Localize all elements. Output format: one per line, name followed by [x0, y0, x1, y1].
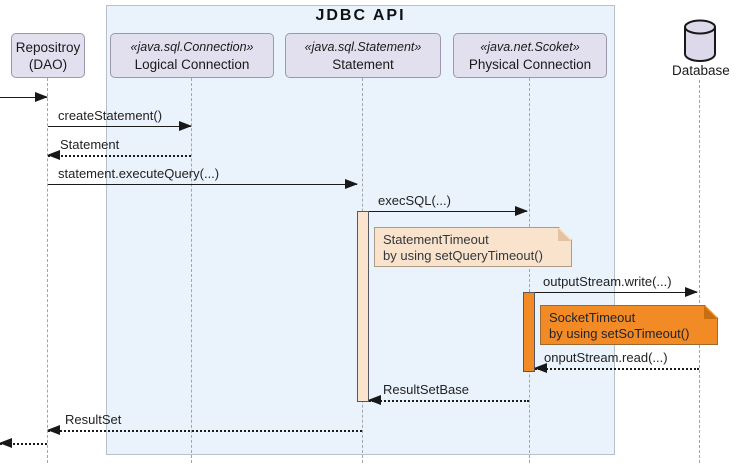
note-socket-timeout-line2: by using setSoTimeout() — [549, 326, 690, 341]
arrowhead-right-icon — [515, 206, 528, 216]
note-socket-timeout: SocketTimeout by using setSoTimeout() — [540, 305, 718, 345]
participant-logical-connection: «java.sql.Connection» Logical Connection — [110, 33, 274, 78]
message-execute-query-line — [48, 184, 357, 185]
participant-dao: Repositroy (DAO) — [11, 33, 85, 78]
note-statement-timeout-line1: StatementTimeout — [383, 232, 489, 247]
note-statement-timeout: StatementTimeout by using setQueryTimeou… — [374, 227, 572, 267]
message-execute-query-label: statement.executeQuery(...) — [58, 166, 220, 181]
message-result-set-line — [48, 430, 362, 432]
message-exec-sql-line — [369, 211, 527, 212]
message-onput-stream-read-line — [535, 368, 699, 370]
arrowhead-left-icon — [47, 150, 60, 160]
message-incoming-line — [0, 97, 47, 98]
note-socket-timeout-line1: SocketTimeout — [549, 310, 636, 325]
note-fold-icon — [704, 306, 717, 319]
message-exec-sql-label: execSQL(...) — [378, 193, 451, 208]
participant-physical-connection: «java.net.Scoket» Physical Connection — [453, 33, 607, 78]
arrowhead-left-icon — [47, 425, 60, 435]
arrowhead-right-icon — [179, 121, 192, 131]
lifeline-logical-connection — [191, 78, 192, 463]
arrowhead-left-icon — [534, 363, 547, 373]
message-output-stream-write-label: outputStream.write(...) — [543, 274, 672, 289]
message-output-stream-write-line — [535, 292, 697, 293]
message-statement-return-line — [48, 155, 191, 157]
database-cylinder-icon — [684, 19, 716, 62]
message-create-statement-label: createStatement() — [58, 108, 163, 123]
lifeline-physical-connection — [529, 78, 530, 463]
participant-dao-subname: (DAO) — [28, 56, 68, 72]
participant-physical-name: Physical Connection — [468, 56, 592, 72]
lifeline-database — [699, 80, 700, 463]
database-label: Database — [672, 63, 730, 78]
message-result-set-label: ResultSet — [65, 412, 122, 427]
participant-logical-name: Logical Connection — [134, 56, 250, 72]
frame-title: JDBC API — [315, 7, 406, 24]
participant-logical-stereotype: «java.sql.Connection» — [130, 39, 254, 54]
message-create-statement-line — [48, 126, 191, 127]
message-statement-return-label: Statement — [60, 137, 120, 152]
participant-physical-stereotype: «java.net.Scoket» — [480, 39, 580, 54]
note-statement-timeout-line2: by using setQueryTimeout() — [383, 248, 543, 263]
arrowhead-left-icon — [368, 395, 381, 405]
arrowhead-left-icon — [0, 438, 12, 448]
arrowhead-right-icon — [685, 287, 698, 297]
message-onput-stream-read-label: onputStream.read(...) — [544, 350, 668, 365]
arrowhead-right-icon — [35, 92, 48, 102]
activation-physical — [523, 292, 535, 372]
lifeline-dao — [47, 78, 48, 463]
message-result-set-base-line — [369, 400, 529, 402]
message-outgoing-line — [0, 443, 47, 445]
participant-statement-stereotype: «java.sql.Statement» — [304, 39, 422, 54]
message-result-set-base-label: ResultSetBase — [383, 382, 469, 397]
activation-statement — [357, 211, 369, 402]
participant-dao-name: Repositroy — [15, 39, 81, 55]
participant-statement-name: Statement — [332, 56, 394, 72]
participant-statement: «java.sql.Statement» Statement — [285, 33, 441, 78]
arrowhead-right-icon — [345, 179, 358, 189]
